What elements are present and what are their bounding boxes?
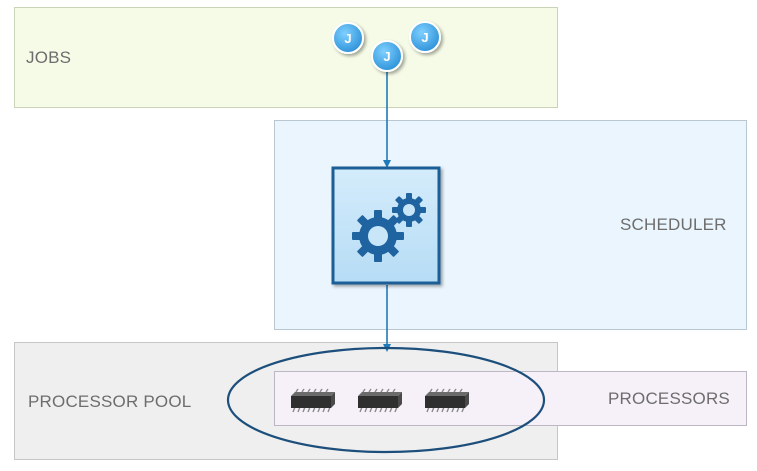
job-label-3: J xyxy=(383,49,390,64)
scheduler-label: SCHEDULER xyxy=(620,215,727,234)
chip-icon xyxy=(291,388,335,413)
processor-pool-label: PROCESSOR POOL xyxy=(28,392,192,411)
chip-icon xyxy=(358,388,402,413)
job-label-1: J xyxy=(344,31,351,46)
job-label-2: J xyxy=(421,30,428,45)
job-circle-3: J xyxy=(371,40,403,72)
processor-group-ellipse xyxy=(226,346,546,454)
chip-icon xyxy=(425,388,469,413)
jobs-label: JOBS xyxy=(26,48,72,67)
processors-label: PROCESSORS xyxy=(608,389,730,408)
jobs-region xyxy=(14,7,558,108)
job-circle-2: J xyxy=(409,21,441,53)
job-circle-1: J xyxy=(332,22,364,54)
gears-icon xyxy=(352,193,426,262)
processors-region xyxy=(274,371,747,426)
